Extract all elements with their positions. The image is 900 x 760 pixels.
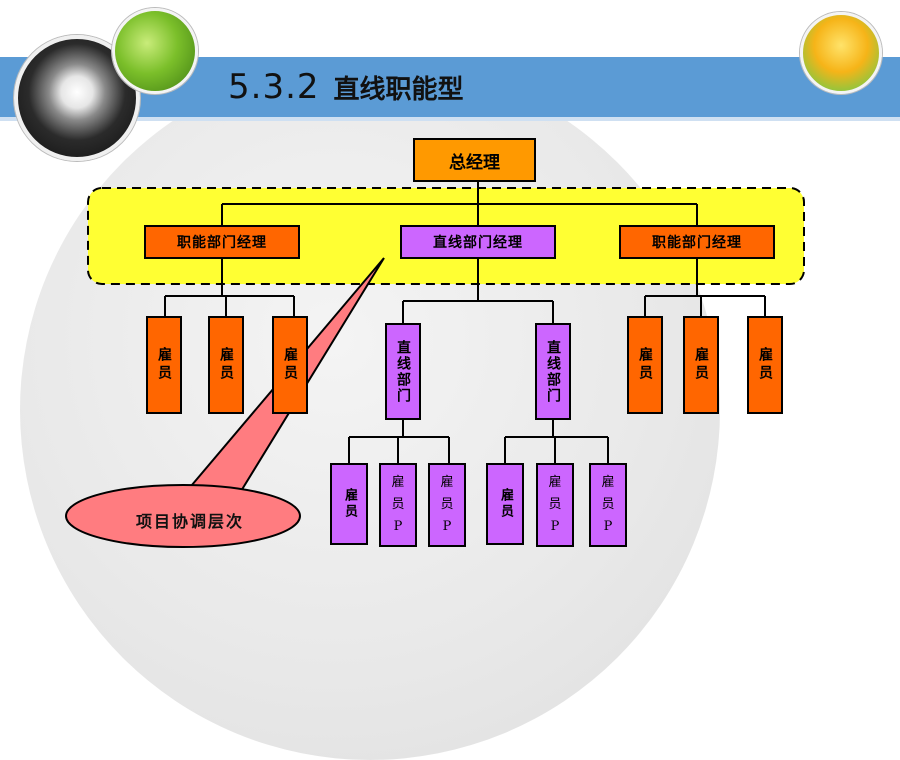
dept2-staff-3: 雇 员 P [589, 463, 627, 547]
line-dept-1-box: 直线部门 [385, 323, 421, 420]
dept1-staff-2-label-a: 雇 [391, 475, 405, 490]
functional-manager-right-box: 职能部门经理 [619, 225, 775, 259]
section-number: 5.3.2 [228, 67, 320, 107]
dept2-staff-3-suffix: P [603, 519, 613, 534]
dept2-staff-1: 雇员 [486, 463, 524, 545]
dept2-staff-2: 雇 员 P [536, 463, 574, 547]
dept1-staff-2-label-b: 员 [391, 497, 405, 512]
callout-label: 项目协调层次 [135, 512, 244, 531]
callout-joint [187, 486, 237, 496]
right-staff-2: 雇员 [683, 316, 719, 414]
dept1-staff-1: 雇员 [330, 463, 368, 545]
dept2-staff-3-label-a: 雇 [601, 475, 615, 490]
tulip-photo [800, 12, 882, 94]
general-manager-box: 总经理 [413, 138, 536, 182]
section-title: 直线职能型 [333, 75, 464, 105]
slide-title: 5.3.2 直线职能型 [228, 63, 464, 111]
leaf-photo [112, 8, 198, 94]
dept1-staff-3: 雇 员 P [428, 463, 466, 547]
line-dept-2-box: 直线部门 [535, 323, 571, 420]
dept1-staff-3-label-b: 员 [440, 497, 454, 512]
right-staff-3: 雇员 [747, 316, 783, 414]
line-manager-box: 直线部门经理 [400, 225, 556, 259]
right-staff-1: 雇员 [627, 316, 663, 414]
left-staff-3: 雇员 [272, 316, 308, 414]
dept2-staff-2-label-a: 雇 [548, 475, 562, 490]
left-staff-1: 雇员 [146, 316, 182, 414]
dept1-staff-2-suffix: P [393, 519, 403, 534]
connectors [164, 182, 766, 463]
dept1-staff-3-suffix: P [442, 519, 452, 534]
dept2-staff-3-label-b: 员 [601, 497, 615, 512]
dept1-staff-3-label-a: 雇 [440, 475, 454, 490]
dept2-staff-2-label-b: 员 [548, 497, 562, 512]
dept2-staff-2-suffix: P [550, 519, 560, 534]
dept1-staff-2: 雇 员 P [379, 463, 417, 547]
background-circle [20, 60, 720, 760]
functional-manager-left-box: 职能部门经理 [144, 225, 300, 259]
header-band-shadow [0, 117, 900, 121]
left-staff-2: 雇员 [208, 316, 244, 414]
callout-bubble [65, 484, 301, 548]
